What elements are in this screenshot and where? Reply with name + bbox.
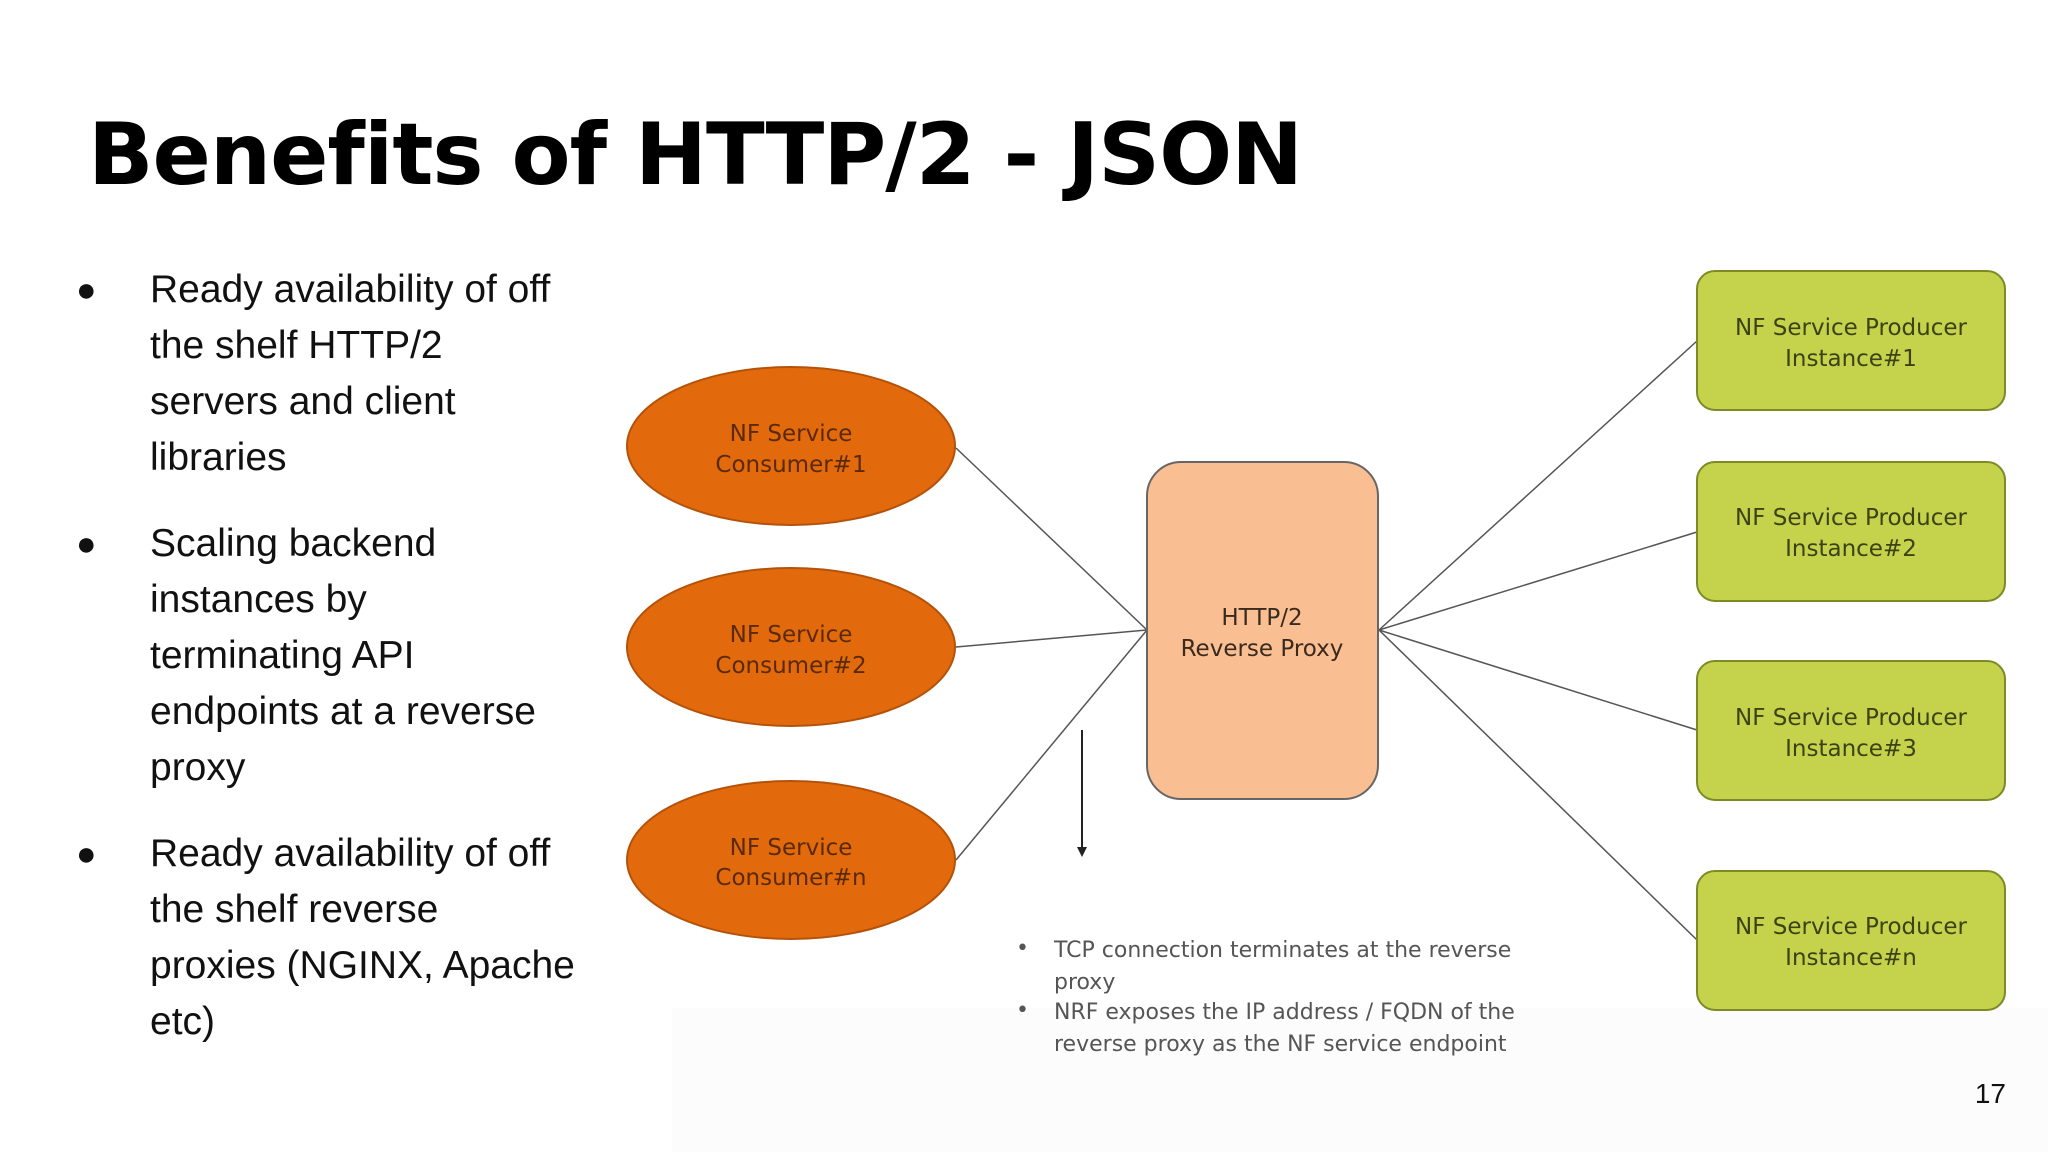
consumer-node-2: NF Service Consumer#2 — [626, 567, 956, 727]
bullet-item: ● Ready availability of off the shelf re… — [70, 826, 590, 1050]
connector-consumer2-proxy — [955, 629, 1148, 648]
producer-label-line2: Instance#1 — [1785, 346, 1917, 372]
bullet-line: endpoints at a reverse — [150, 690, 536, 733]
consumer-label-line2: Consumer#2 — [715, 653, 866, 679]
note-2-line2: reverse proxy as the NF service endpoint — [1054, 1032, 1507, 1057]
consumer-node-n: NF Service Consumer#n — [626, 780, 956, 940]
connector-proxy-producern — [1378, 629, 1698, 941]
bullet-dot-icon: ● — [76, 271, 97, 309]
producer-node-3: NF Service Producer Instance#3 — [1696, 660, 2006, 801]
producer-label-line2: Instance#2 — [1785, 536, 1917, 562]
connector-consumern-proxy — [955, 629, 1148, 861]
producer-label-line1: NF Service Producer — [1735, 505, 1968, 531]
bullet-list: ● Ready availability of off the shelf HT… — [70, 262, 590, 1080]
proxy-label-line2: Reverse Proxy — [1181, 636, 1344, 662]
slide-title: Benefits of HTTP/2 - JSON — [88, 105, 1303, 205]
bullet-line: proxy — [150, 746, 246, 789]
consumer-label-line2: Consumer#1 — [715, 452, 866, 478]
bullet-line: terminating API — [150, 634, 415, 677]
bullet-line: Ready availability of off — [150, 832, 551, 875]
bullet-line: Ready availability of off — [150, 268, 551, 311]
consumer-label-line2: Consumer#n — [715, 865, 866, 891]
producer-box — [1696, 660, 2006, 801]
bullet-line: proxies (NGINX, Apache — [150, 944, 575, 987]
consumer-ellipse — [626, 567, 956, 727]
page-number: 17 — [1974, 1078, 2006, 1109]
bullet-line: etc) — [150, 1000, 216, 1043]
producer-label-line2: Instance#3 — [1785, 736, 1917, 762]
producer-label-line1: NF Service Producer — [1735, 914, 1968, 940]
diagram-background — [672, 1008, 2048, 1152]
consumer-ellipse — [626, 366, 956, 526]
consumer-label-line1: NF Service — [730, 835, 853, 861]
bullet-item: ● Scaling backend instances by terminati… — [70, 516, 590, 796]
bullet-line: instances by — [150, 578, 367, 621]
note-1-line1: TCP connection terminates at the reverse — [1053, 938, 1511, 963]
note-bullet-icon: • — [1016, 936, 1029, 961]
bullet-line: servers and client — [150, 380, 456, 423]
bullet-dot-icon: ● — [76, 835, 97, 873]
bullet-line: the shelf HTTP/2 — [150, 324, 443, 367]
connector-proxy-producer1 — [1378, 340, 1698, 631]
bullet-line: the shelf reverse — [150, 888, 439, 931]
connector-proxy-producer2 — [1378, 531, 1698, 631]
note-2-line1: NRF exposes the IP address / FQDN of the — [1054, 1000, 1515, 1025]
note-bullet-icon: • — [1016, 998, 1029, 1023]
bullet-line: Scaling backend — [150, 522, 437, 565]
proxy-box — [1146, 461, 1379, 800]
consumer-node-1: NF Service Consumer#1 — [626, 366, 956, 526]
bullet-line: libraries — [150, 436, 287, 479]
producer-node-2: NF Service Producer Instance#2 — [1696, 461, 2006, 602]
consumer-label-line1: NF Service — [730, 622, 853, 648]
note-1-line2: proxy — [1054, 970, 1115, 995]
producer-node-1: NF Service Producer Instance#1 — [1696, 270, 2006, 411]
producer-box — [1696, 870, 2006, 1011]
producer-label-line2: Instance#n — [1785, 945, 1917, 971]
consumer-ellipse — [626, 780, 956, 940]
proxy-label-line1: HTTP/2 — [1221, 605, 1302, 631]
producer-box — [1696, 461, 2006, 602]
bullet-item: ● Ready availability of off the shelf HT… — [70, 262, 590, 486]
connector-proxy-producer3 — [1378, 629, 1698, 731]
consumer-label-line1: NF Service — [730, 421, 853, 447]
producer-box — [1696, 270, 2006, 411]
producer-label-line1: NF Service Producer — [1735, 705, 1968, 731]
producer-label-line1: NF Service Producer — [1735, 315, 1968, 341]
producer-node-n: NF Service Producer Instance#n — [1696, 870, 2006, 1011]
diagram-notes: • TCP connection terminates at the rever… — [1016, 936, 1515, 1057]
connector-consumer1-proxy — [955, 447, 1148, 631]
reverse-proxy-node: HTTP/2 Reverse Proxy — [1146, 461, 1379, 800]
bullet-dot-icon: ● — [76, 525, 97, 563]
